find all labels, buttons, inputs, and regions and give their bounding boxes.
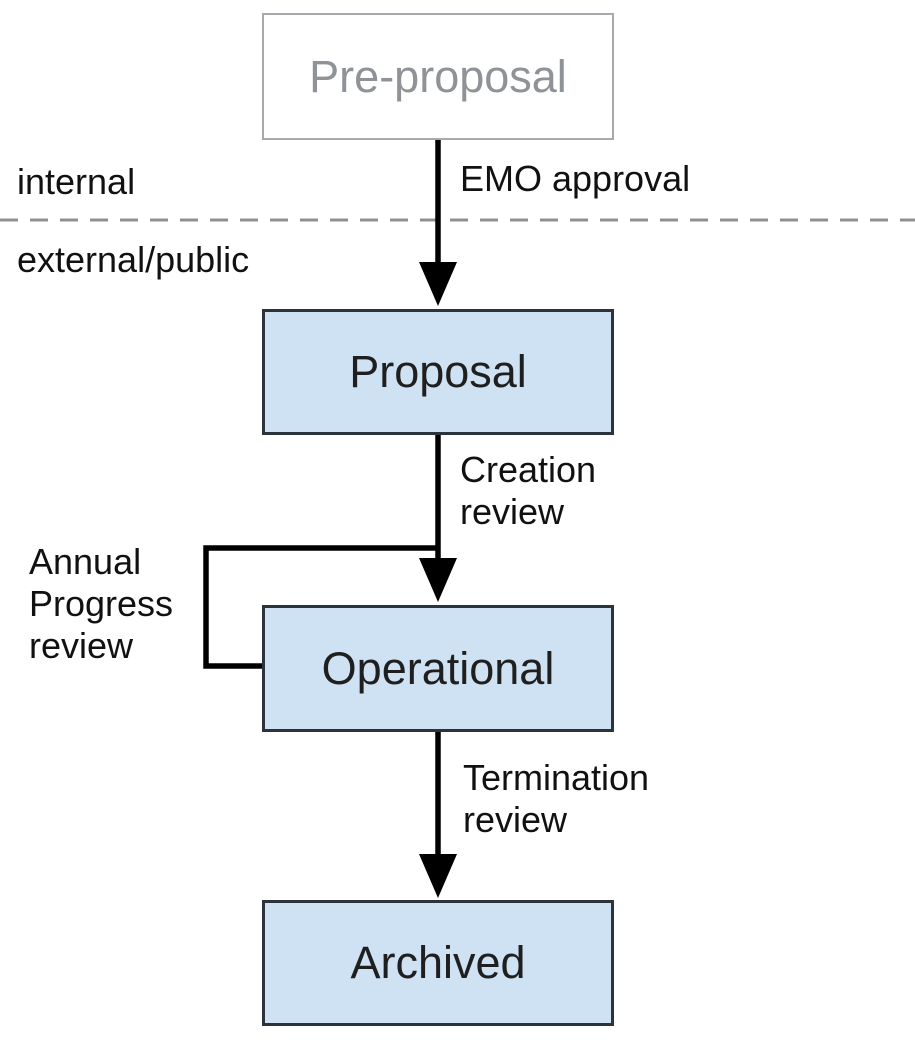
- node-archived-label: Archived: [350, 937, 526, 988]
- edge-label-emo-approval: EMO approval: [460, 158, 691, 199]
- region-label-external-public: external/public: [17, 239, 250, 280]
- edge-label-termination-review: Termination review: [463, 757, 650, 840]
- edge-label-creation-review: Creation review: [460, 449, 597, 532]
- node-proposal-label: Proposal: [349, 346, 527, 397]
- edge-label-annual-progress-review: Annual Progress review: [29, 541, 174, 666]
- arrowhead: [419, 854, 457, 898]
- node-archived: Archived: [262, 900, 614, 1026]
- node-operational: Operational: [262, 605, 614, 732]
- arrow-preproposal-to-proposal: [419, 140, 457, 306]
- node-pre-proposal-label: Pre-proposal: [309, 50, 567, 102]
- node-pre-proposal: Pre-proposal: [262, 13, 614, 140]
- arrowhead: [419, 262, 457, 306]
- loop-annual-progress-review: [203, 545, 438, 669]
- region-label-internal: internal: [17, 161, 136, 202]
- node-operational-label: Operational: [321, 642, 555, 694]
- node-proposal: Proposal: [262, 309, 614, 435]
- arrow-operational-to-archived: [419, 732, 457, 898]
- arrow-proposal-to-operational: [419, 435, 457, 602]
- arrowhead: [419, 558, 457, 602]
